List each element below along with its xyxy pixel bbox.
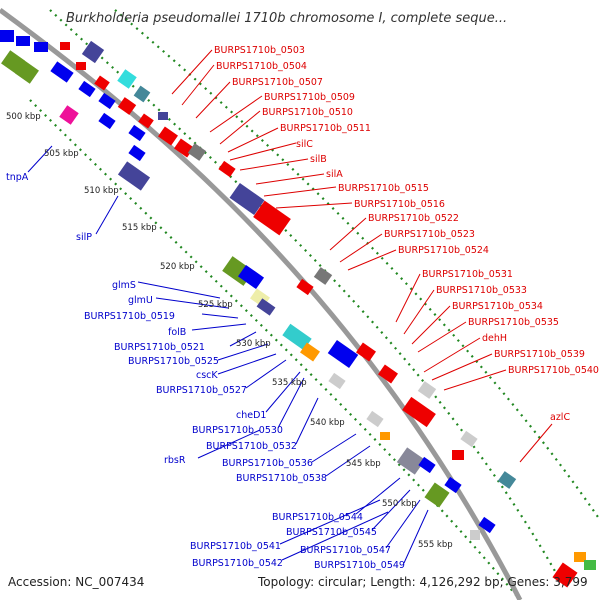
gene-label[interactable]: BURPS1710b_0534 [452,301,543,312]
gene-label[interactable]: BURPS1710b_0524 [398,245,489,256]
gene-label[interactable]: BURPS1710b_0532 [206,441,297,452]
gene-label[interactable]: BURPS1710b_0549 [314,560,405,571]
gene-label[interactable]: BURPS1710b_0539 [494,349,585,360]
gene-label[interactable]: BURPS1710b_0509 [264,92,355,103]
gene-label[interactable]: BURPS1710b_0507 [232,77,323,88]
tick-label: 545 kbp [346,459,381,469]
gene-label[interactable]: silA [326,169,343,180]
gene-label[interactable]: BURPS1710b_0530 [192,425,283,436]
gene-label[interactable]: silP [76,232,92,243]
gene-label[interactable]: BURPS1710b_0540 [508,365,599,376]
tick-label: 510 kbp [84,186,119,196]
tick-label: 525 kbp [198,300,233,310]
gene-label[interactable]: azlC [550,412,570,423]
tick-label: 505 kbp [44,149,79,159]
gene-label[interactable]: BURPS1710b_0521 [114,342,205,353]
gene-label[interactable]: BURPS1710b_0516 [354,199,445,210]
backbone [0,7,523,600]
gene-label[interactable]: BURPS1710b_0538 [236,473,327,484]
gene-label[interactable]: BURPS1710b_0522 [368,213,459,224]
reverse-features [0,30,496,540]
tick-label: 550 kbp [382,499,417,509]
gene-label[interactable]: BURPS1710b_0542 [192,558,283,569]
tick-labels: 500 kbp 505 kbp 510 kbp 515 kbp 520 kbp … [6,112,453,550]
gene-label[interactable]: cscK [196,370,218,381]
gene-label[interactable]: BURPS1710b_0519 [84,311,175,322]
gene-label[interactable]: glmU [128,295,153,306]
gene-label[interactable]: BURPS1710b_0541 [190,541,281,552]
gene-label[interactable]: BURPS1710b_0535 [468,317,559,328]
tick-label: 515 kbp [122,223,157,233]
map-title: Burkholderia pseudomallei 1710b chromoso… [66,11,507,26]
forward-features [60,40,596,588]
gene-label[interactable]: BURPS1710b_0544 [272,512,363,523]
gene-label[interactable]: BURPS1710b_0545 [286,527,377,538]
gene-label[interactable]: BURPS1710b_0547 [300,545,391,556]
tick-label: 500 kbp [6,112,41,122]
tick-label: 540 kbp [310,418,345,428]
gene-label[interactable]: BURPS1710b_0503 [214,45,305,56]
gene-label[interactable]: BURPS1710b_0533 [436,285,527,296]
accession-text: Accession: NC_007434 [8,575,144,589]
gene-label[interactable]: BURPS1710b_0527 [156,385,247,396]
gene-label[interactable]: glmS [112,280,136,291]
gene-label[interactable]: silC [296,139,313,150]
tick-label: 520 kbp [160,262,195,272]
gene-label[interactable]: silB [310,154,327,165]
reverse-gene-labels: tnpA silP glmS glmU BURPS1710b_0519 folB… [6,172,405,571]
gene-label[interactable]: rbsR [164,455,186,466]
gene-label[interactable]: BURPS1710b_0525 [128,356,219,367]
gene-label[interactable]: cheD1 [236,410,266,421]
gene-label[interactable]: folB [168,327,186,338]
tick-label: 555 kbp [418,540,453,550]
gene-label[interactable]: BURPS1710b_0515 [338,183,429,194]
tick-label: 535 kbp [272,378,307,388]
tick-label: 530 kbp [236,339,271,349]
genome-summary: Topology: circular; Length: 4,126,292 bp… [257,575,588,589]
gene-label[interactable]: BURPS1710b_0510 [262,107,353,118]
forward-gene-labels: BURPS1710b_0503 BURPS1710b_0504 BURPS171… [214,45,599,423]
gene-label[interactable]: tnpA [6,172,29,183]
label-leaders [27,49,553,564]
gene-label[interactable]: dehH [482,333,507,344]
gene-label[interactable]: BURPS1710b_0504 [216,61,307,72]
dotted-tracks [29,9,600,600]
gene-label[interactable]: BURPS1710b_0531 [422,269,513,280]
gene-label[interactable]: BURPS1710b_0536 [222,458,313,469]
gene-label[interactable]: BURPS1710b_0511 [280,123,371,134]
gene-label[interactable]: BURPS1710b_0523 [384,229,475,240]
